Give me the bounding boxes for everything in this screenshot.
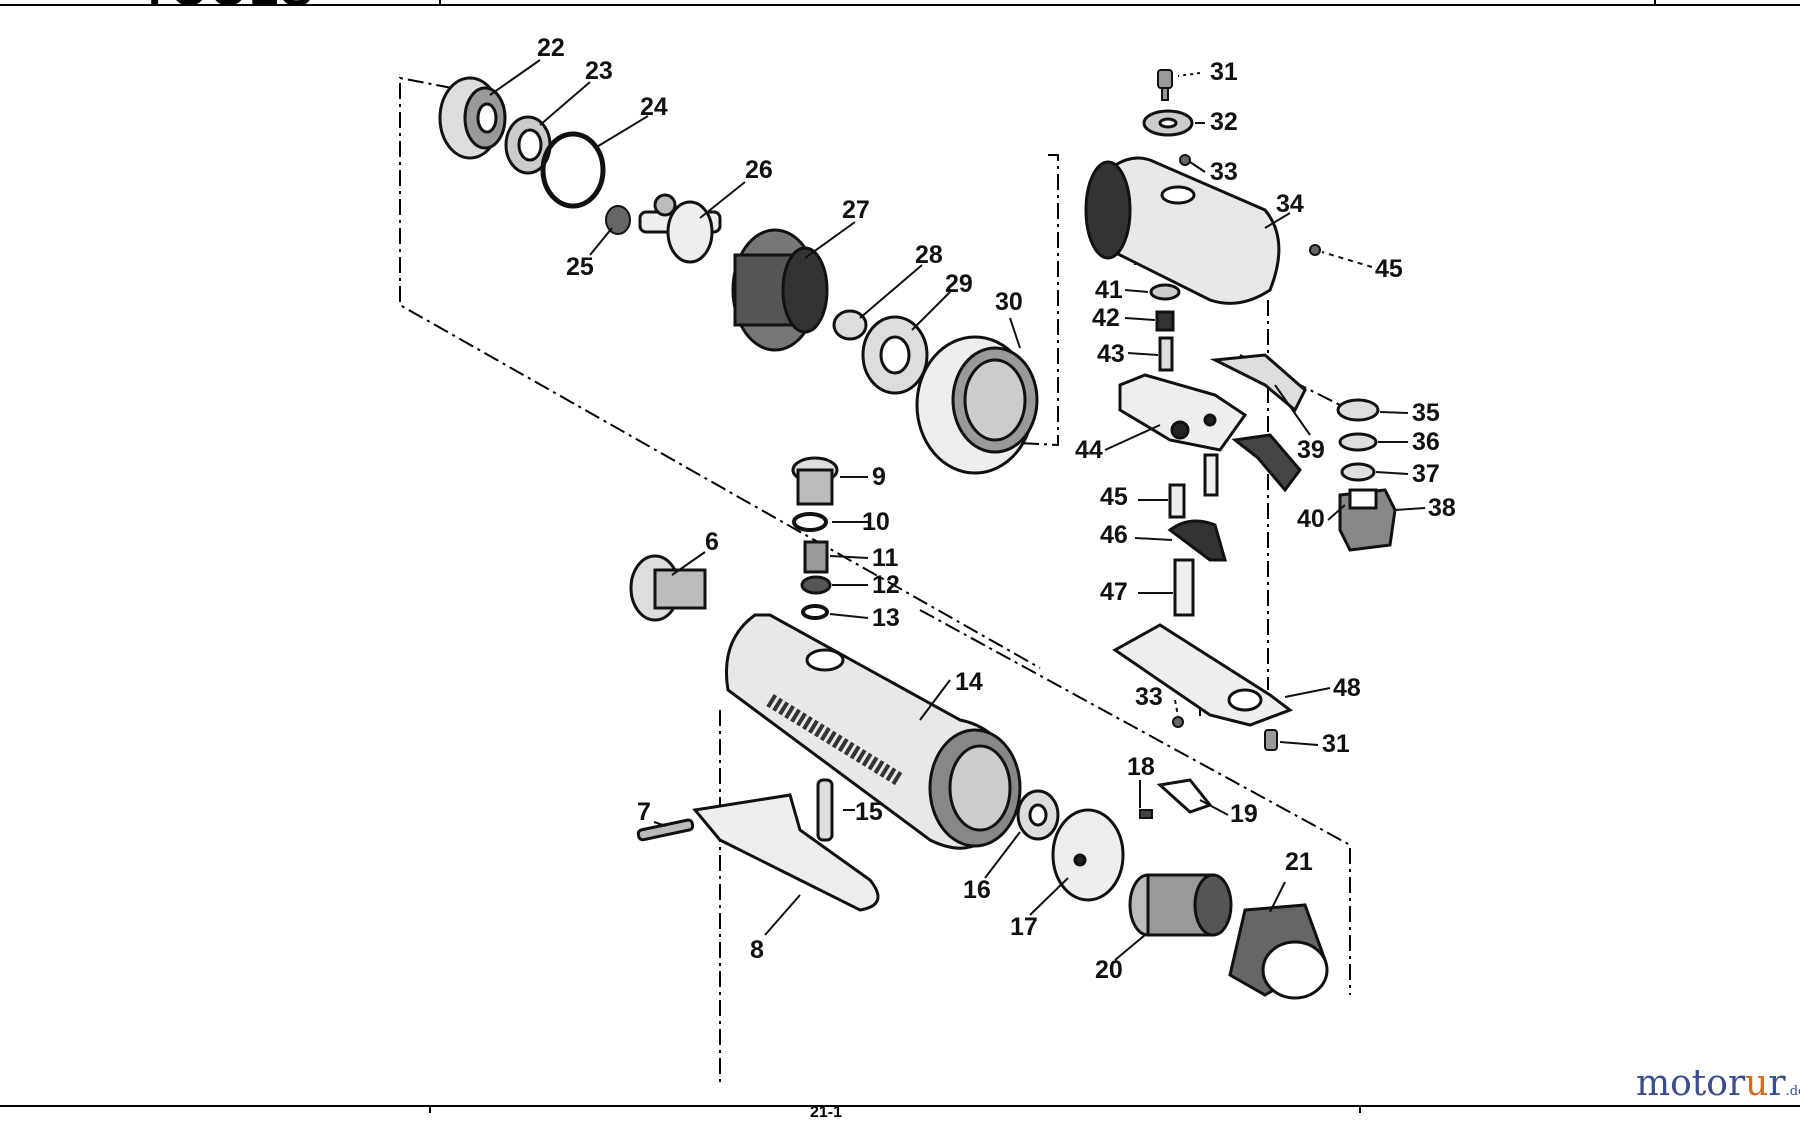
part-label-35: 35 [1412,399,1440,427]
part-label-16: 16 [963,876,991,904]
parts-9-13-valve-stack [791,456,839,620]
part-label-47: 47 [1100,578,1128,606]
part-23-bearing [504,115,552,175]
part-27-cylinder [731,228,829,352]
part-label-49: 45 [1375,255,1403,283]
part-label-45: 45 [1100,483,1128,511]
part-label-31-top: 31 [1210,58,1238,86]
part-48-base-plate [1112,623,1294,727]
part-31-screw-top [1157,69,1173,101]
part-33-screw-bottom [1172,716,1184,728]
part-29-bearing [861,315,929,395]
part-21-cylinder-sleeve [1228,903,1329,1000]
part-25-nut [605,205,631,235]
part-18-key [1139,809,1153,819]
part-49-ball [1309,244,1321,256]
part-label-27: 27 [842,196,870,224]
part-34-ratchet-head [1084,156,1281,305]
part-label-28: 28 [915,241,943,269]
part-17-end-plate [1051,808,1125,902]
part-33-small-screw [1179,154,1191,166]
part-label-6: 6 [705,528,719,556]
part-label-39: 39 [1297,436,1325,464]
part-label-9: 9 [872,463,886,491]
part-16-bearing [1016,789,1060,841]
watermark-tld: .de [1785,1084,1800,1099]
part-label-40: 40 [1297,505,1325,533]
part-label-21: 21 [1285,848,1313,876]
part-6-air-inlet [629,554,707,622]
part-22-end-cap [438,76,507,160]
part-14-main-housing [725,613,1022,850]
watermark-tail: r [1768,1063,1786,1104]
part-label-7: 7 [637,798,651,826]
part-label-25: 25 [566,253,594,281]
part-32-washer [1142,109,1194,137]
part-label-31-bottom: 31 [1322,730,1350,758]
leader-lines [489,59,1426,961]
part-label-13: 13 [872,604,900,632]
parts-45-47-pins [1167,453,1227,617]
part-label-19: 19 [1230,800,1258,828]
motoruf-watermark: motorur.de [1636,1063,1800,1104]
part-24-o-ring [540,131,606,209]
part-label-42: 42 [1092,304,1120,332]
part-label-33-bottom: 33 [1135,683,1163,711]
part-label-46: 46 [1100,521,1128,549]
part-label-32: 32 [1210,108,1238,136]
part-label-38: 38 [1428,494,1456,522]
part-19-vane [1156,778,1213,814]
part-label-17: 17 [1010,913,1038,941]
watermark-main: motor [1636,1063,1746,1104]
part-31-screw-bottom [1264,729,1278,751]
part-labels: 22 23 24 25 26 27 28 29 30 31 32 33 34 4… [537,34,1456,984]
parts-35-38-square-drive [1336,398,1397,552]
part-label-33-top: 33 [1210,158,1238,186]
part-label-34: 34 [1276,190,1304,218]
part-label-36: 36 [1412,428,1440,456]
part-label-8: 8 [750,936,764,964]
part-label-15: 15 [855,798,883,826]
part-44-yoke-plate [1118,373,1248,452]
part-label-10: 10 [862,508,890,536]
part-label-22: 22 [537,34,565,62]
part-label-20: 20 [1095,956,1123,984]
part-label-48: 48 [1333,674,1361,702]
part-26-rotor-shaft [638,193,722,264]
part-28-spacer [832,309,868,341]
part-label-41: 41 [1095,276,1123,304]
part-8-trigger-lever [692,793,880,912]
part-label-23: 23 [585,57,613,85]
part-15-pin [816,778,834,842]
part-label-37: 37 [1412,460,1440,488]
part-label-18: 18 [1127,753,1155,781]
part-label-29: 29 [945,270,973,298]
part-label-24: 24 [640,93,668,121]
part-20-rotor [1128,873,1233,937]
part-label-26: 26 [745,156,773,184]
part-label-44: 44 [1075,436,1103,464]
part-label-12: 12 [872,571,900,599]
parts-41-43-pawl-stack [1149,283,1181,372]
part-label-43: 43 [1097,340,1125,368]
part-30-housing-ring [915,335,1039,475]
watermark-accent: u [1745,1063,1769,1104]
part-label-30: 30 [995,288,1023,316]
part-label-14: 14 [955,668,983,696]
part-label-11: 11 [872,544,899,572]
